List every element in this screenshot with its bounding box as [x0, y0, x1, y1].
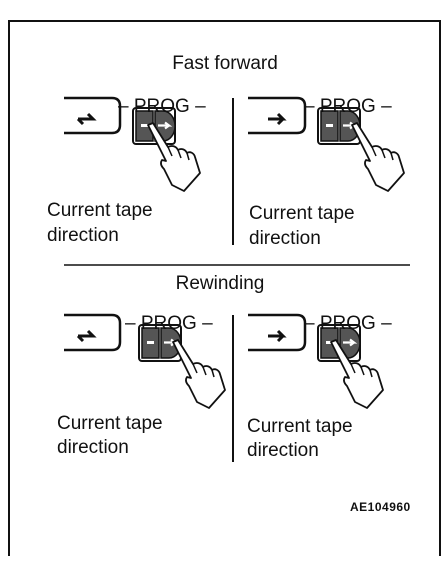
tape-indicator-right-rw — [248, 313, 307, 352]
prog-label: – PROG – — [125, 313, 213, 334]
figure-code: AE104960 — [350, 500, 411, 514]
caption-line-1: Current tape — [247, 416, 353, 437]
tape-right-arrow-icon — [268, 329, 287, 343]
tape-left-arrow-icon — [76, 112, 97, 126]
section-title-fast-forward: Fast forward — [172, 53, 278, 74]
tape-indicator-left-ff — [64, 96, 122, 135]
prog-label: – PROG – — [304, 313, 392, 334]
caption-line-2: direction — [249, 228, 321, 249]
caption-line-1: Current tape — [57, 413, 163, 434]
pointing-hand-icon — [172, 339, 226, 409]
caption-line-2: direction — [57, 437, 129, 458]
prog-label: – PROG – — [118, 96, 206, 117]
caption-line-1: Current tape — [47, 200, 153, 221]
tape-indicator-right-ff — [248, 96, 307, 135]
diagram-frame — [8, 20, 441, 556]
section-title-rewinding: Rewinding — [175, 273, 265, 294]
prog-label: – PROG – — [304, 96, 392, 117]
pointing-hand-icon — [351, 122, 405, 192]
tape-left-arrow-icon — [76, 329, 97, 343]
tape-right-arrow-icon — [268, 112, 287, 126]
caption-line-2: direction — [47, 225, 119, 246]
caption-line-1: Current tape — [249, 203, 355, 224]
tape-indicator-left-rw — [64, 313, 122, 352]
caption-line-2: direction — [247, 440, 319, 461]
